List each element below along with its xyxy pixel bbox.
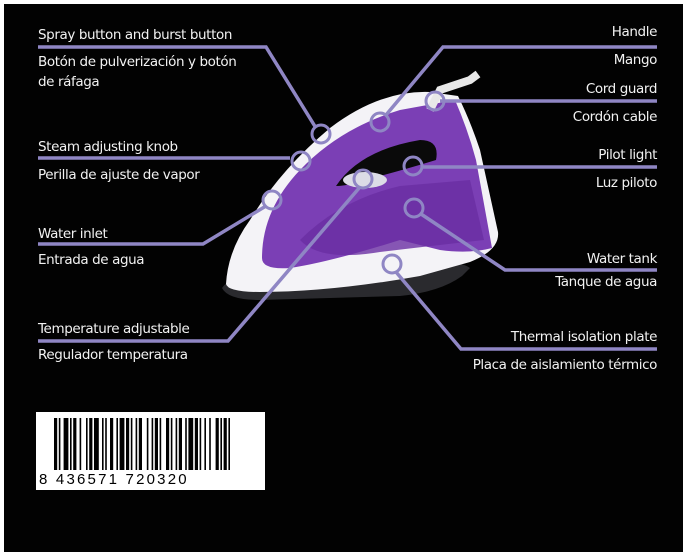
- callout-plate: [394, 270, 657, 351]
- label-spray-es: Botón de pulverización y botón: [38, 54, 237, 70]
- barcode-bar: [110, 418, 114, 470]
- barcode-bar: [135, 418, 138, 470]
- barcode-bar: [89, 418, 93, 470]
- marker-pilot: [402, 155, 424, 177]
- barcode-bar: [223, 418, 227, 470]
- barcode-bar: [73, 418, 77, 470]
- marker-cord: [424, 90, 446, 112]
- marker-spray: [310, 123, 332, 145]
- callout-tank: [420, 212, 657, 272]
- barcode-bar: [204, 418, 206, 470]
- marker-handle: [369, 111, 391, 133]
- barcode-bar: [228, 418, 230, 470]
- label-spray-en: Spray button and burst button: [38, 27, 232, 43]
- callout-spray: [38, 45, 318, 129]
- barcode-bar: [151, 418, 154, 470]
- label-inlet-en: Water inlet: [38, 226, 108, 242]
- callout-inlet: [38, 204, 267, 246]
- label-pilot-es: Luz piloto: [595, 175, 658, 191]
- marker-steam: [290, 150, 312, 172]
- barcode-bars: [54, 418, 230, 470]
- label-temp-en: Temperature adjustable: [38, 321, 190, 337]
- barcode-bar: [188, 418, 194, 470]
- barcode-bar: [102, 418, 104, 470]
- barcode: 8 436571 720320: [36, 412, 265, 490]
- barcode-bar: [94, 418, 99, 470]
- barcode-bar: [146, 418, 149, 470]
- barcode-bar: [170, 418, 173, 470]
- barcode-bar: [119, 418, 125, 470]
- callout-circles: [261, 90, 446, 275]
- marker-inlet: [261, 189, 283, 211]
- barcode-bar: [126, 418, 130, 470]
- label-handle-en: Handle: [611, 24, 658, 40]
- barcode-bar: [194, 418, 198, 470]
- power-cord: [426, 70, 481, 112]
- barcode-bar: [178, 418, 182, 470]
- barcode-bar: [79, 418, 82, 470]
- callout-temp: [38, 185, 362, 343]
- label-tank-en: Water tank: [586, 251, 658, 267]
- barcode-bar: [130, 418, 133, 470]
- label-pilot-en: Pilot light: [598, 147, 657, 163]
- label-temp-es: Regulador temperatura: [38, 347, 188, 363]
- barcode-bar: [116, 418, 118, 470]
- marker-dial: [352, 168, 374, 190]
- barcode-bar: [209, 418, 211, 470]
- barcode-bar: [63, 418, 69, 470]
- barcode-bar: [159, 418, 162, 470]
- temperature-dial: [343, 172, 387, 188]
- callout-lines: [38, 45, 657, 351]
- barcode-bar: [138, 418, 142, 470]
- label-spray-es-cont: de ráfaga: [38, 74, 100, 90]
- callout-handle: [384, 45, 657, 117]
- label-steam-es: Perilla de ajuste de vapor: [38, 167, 200, 183]
- barcode-bar: [154, 418, 158, 470]
- barcode-bar: [185, 418, 187, 470]
- label-cord-en: Cord guard: [585, 81, 658, 97]
- marker-plate: [381, 253, 403, 275]
- barcode-digits: 8 436571 720320: [39, 471, 189, 488]
- label-tank-es: Tanque de agua: [555, 274, 657, 290]
- barcode-bar: [70, 418, 72, 470]
- label-steam-en: Steam adjusting knob: [38, 139, 178, 155]
- label-plate-es: Placa de aislamiento térmico: [472, 357, 658, 373]
- barcode-bar: [86, 418, 88, 470]
- barcode-bar: [220, 418, 222, 470]
- barcode-bar: [105, 418, 107, 470]
- label-plate-en: Thermal isolation plate: [510, 329, 658, 345]
- label-cord-es: Cordón cable: [572, 109, 658, 125]
- barcode-bar: [215, 418, 219, 470]
- barcode-bar: [58, 418, 61, 470]
- barcode-bar: [199, 418, 202, 470]
- barcode-bar: [54, 418, 58, 470]
- barcode-bar: [175, 418, 178, 470]
- label-handle-es: Mango: [613, 52, 658, 68]
- barcode-bar: [166, 418, 170, 470]
- marker-tank: [403, 197, 425, 219]
- label-inlet-es: Entrada de agua: [38, 252, 145, 268]
